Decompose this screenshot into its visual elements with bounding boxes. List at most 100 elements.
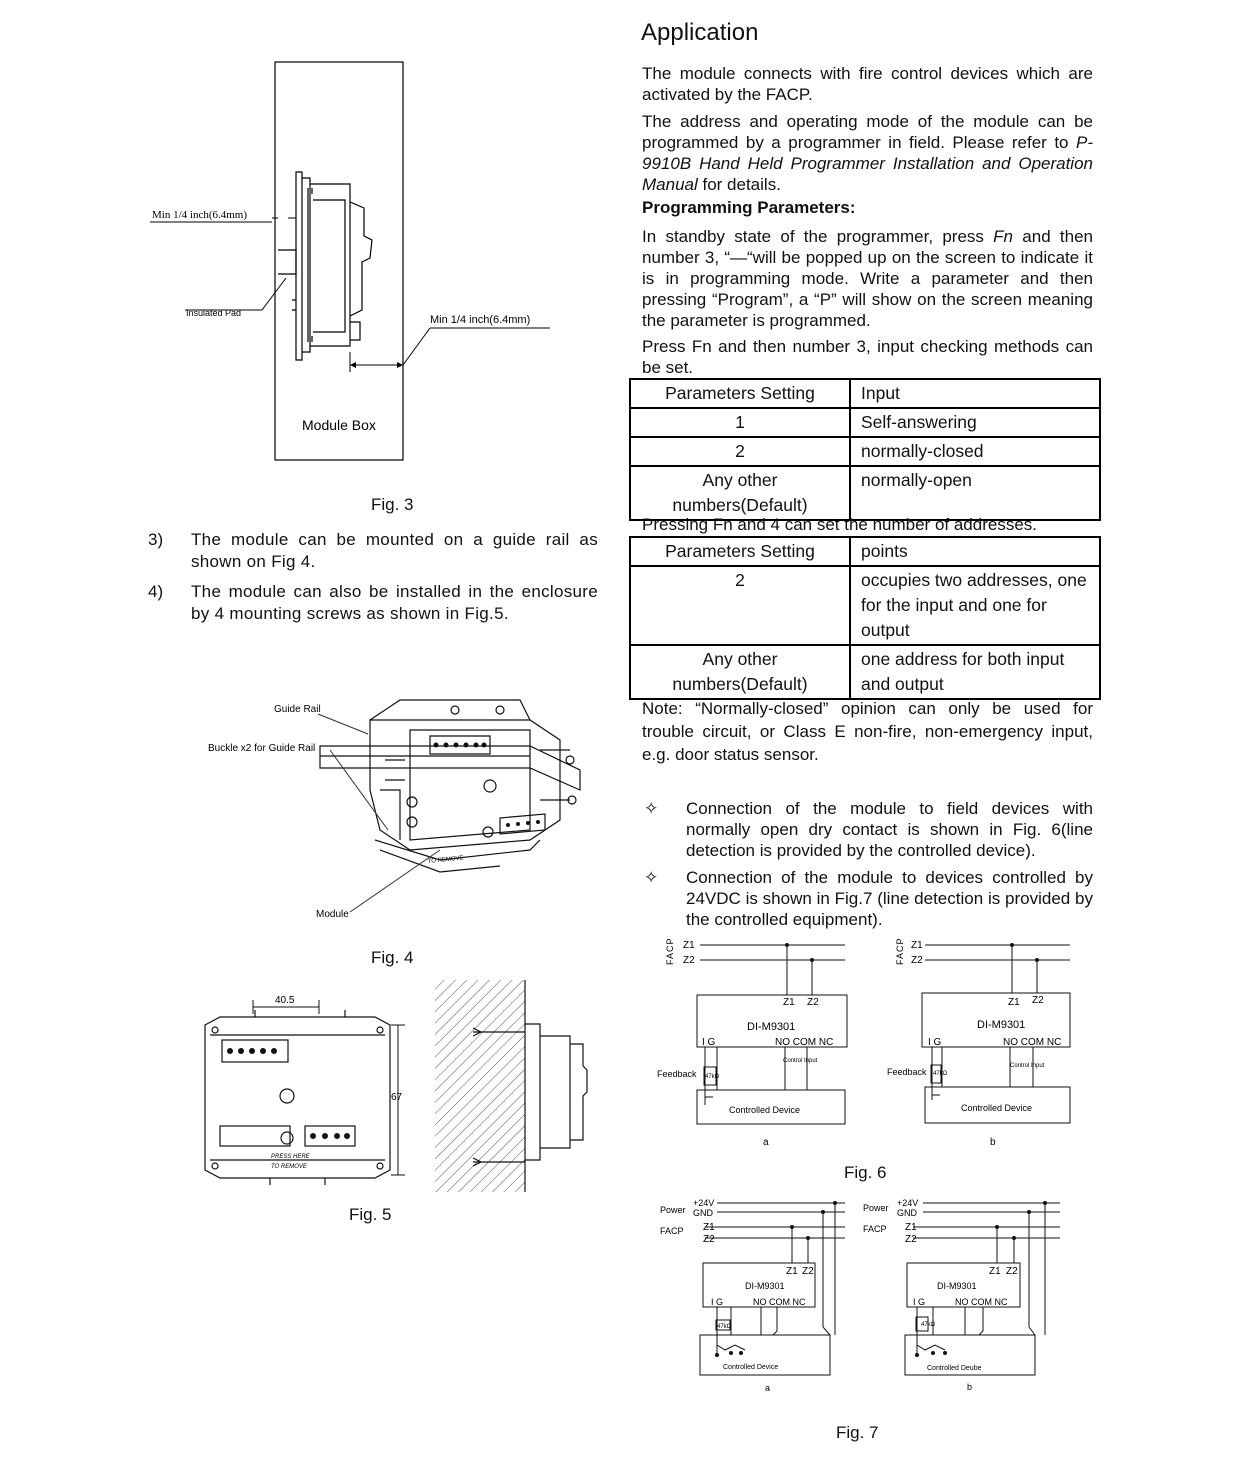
fig7b-z1-term: Z1 [989,1266,1001,1277]
fig6-caption: Fig. 6 [844,1163,887,1182]
step-4-num: 4) [148,582,164,601]
fig6b-device: Controlled Device [961,1103,1032,1113]
fig7a-gnd: GND [693,1208,714,1218]
fig7a-device: Controlled Device [723,1364,778,1371]
fig6a-sub: a [763,1137,769,1148]
fig7a-res: 47kΩ [717,1324,732,1330]
fig7a-sub: a [765,1383,770,1393]
para-programmed-a: The address and operating mode of the mo… [642,112,1093,152]
fig7a-terms-left: I G [711,1297,723,1307]
fig3-label-box: Module Box [302,417,376,433]
note: Note: “Normally-closed” opinion can only… [642,699,1093,764]
fig6a-z1: Z1 [683,940,695,951]
fig4-label-buckle: Buckle x2 for Guide Rail [208,743,315,754]
fig7a-model: DI-M9301 [745,1281,785,1291]
fig7-caption: Fig. 7 [836,1423,879,1442]
fig6a-model: DI-M9301 [747,1021,795,1033]
table-row: Any other numbers(Default) normally-open [629,465,1101,521]
fig4: Guide Rail Buckle x2 for Guide Rail Modu… [200,690,600,930]
fig7b-device: Controlled Deube [927,1365,982,1372]
fig6b-feedback: Feedback [887,1067,927,1077]
fn-key: Fn [993,227,1014,246]
step-4: 4) The module can also be installed in t… [148,581,598,625]
fig6b-res: 47kΩ [933,1071,948,1077]
para-standby: In standby state of the programmer, pres… [642,226,1093,331]
fig3-caption: Fig. 3 [371,495,414,514]
fig6a-z1-term: Z1 [783,997,795,1008]
fig7a-z2: Z2 [703,1234,715,1245]
table-header: Parameters Setting Input [629,378,1101,409]
fig5-dim-width: 40.5 [275,995,295,1006]
bullet-1-text: Connection of the module to field device… [686,799,1093,860]
fig7: Power +24V GND FACP Z1 Z2 Z1 Z2 DI-M9301… [655,1195,1085,1400]
fig6: FACP Z1 Z2 Z1 Z2 DI-M9301 I G NO COM NC … [655,935,1085,1150]
fig7b-z1: Z1 [905,1222,917,1233]
table-row: 1 Self-answering [629,407,1101,438]
table-cell: Self-answering [849,407,1101,438]
section-title: Application [641,19,759,46]
para-programmed: The address and operating mode of the mo… [642,111,1093,195]
fig5-label-push: PRESS HERE [271,1154,311,1160]
fig6b-z1-term: Z1 [1008,997,1020,1008]
table-row: 2 normally-closed [629,436,1101,467]
table-cell: 2 [629,565,851,646]
bullet-2: ✧ Connection of the module to devices co… [642,867,1093,930]
fig6b-terms-right: NO COM NC [1003,1037,1061,1048]
fig7a-power: Power [660,1205,686,1215]
fig5: 40.5 67 PRESS HERE TO REMOVE [195,980,595,1200]
fig6b-z2: Z2 [911,955,923,966]
fig6b-model: DI-M9301 [977,1019,1025,1031]
table-cell: Any other numbers(Default) [629,644,851,700]
fig7a-facp: FACP [660,1226,684,1236]
fig6a-z2: Z2 [683,955,695,966]
fig4-label-push: TO REMOVE [428,855,464,865]
table-row: 2 occupies two addresses, one for the in… [629,565,1101,646]
fig4-label-module: Module [316,909,349,920]
fig7b-terms-right: NO COM NC [955,1297,1008,1307]
fig7b-v24: +24V [897,1198,918,1208]
fig7b-z2: Z2 [905,1234,917,1245]
fig7b-gnd: GND [897,1208,918,1218]
para-standby-a: In standby state of the programmer, pres… [642,227,994,246]
fig3-label-pad: Insulated Pad [186,308,241,318]
para-connects: The module connects with fire control de… [642,64,1093,104]
fig3-drawing: Min 1/4 inch(6.4mm) Insulated Pad Min 1/… [150,61,550,461]
fig3: Min 1/4 inch(6.4mm) Insulated Pad Min 1/… [150,60,570,470]
fig5-label-remove: TO REMOVE [271,1164,308,1170]
fig4-label-rail: Guide Rail [274,704,321,715]
table-cell: normally-open [849,465,1101,521]
fig7a-v24: +24V [693,1198,714,1208]
fig7b-z2-term: Z2 [1006,1266,1018,1277]
step-3-text: The module can be mounted on a guide rai… [191,530,598,571]
fig6b-z1: Z1 [911,940,923,951]
para-programmed-b: for details. [697,175,781,194]
table-cell: 1 [629,407,851,438]
fig5-caption: Fig. 5 [349,1205,392,1224]
step-3-num: 3) [148,530,164,549]
para-standby-b: and then number 3, “—“will be popped up … [642,227,1093,330]
fig7a-terms-right: NO COM NC [753,1297,806,1307]
fig6a-z2-term: Z2 [807,997,819,1008]
table-header-cell: Parameters Setting [629,536,851,567]
table-cell: occupies two addresses, one for the inpu… [849,565,1101,646]
para-addresses: Pressing Fn and 4 can set the number of … [642,515,1038,534]
table-cell: normally-closed [849,436,1101,467]
step-4-text: The module can also be installed in the … [191,582,598,623]
fig6a-terms-right: NO COM NC [775,1037,833,1048]
table-header: Parameters Setting points [629,536,1101,567]
table-row: Any other numbers(Default) one address f… [629,644,1101,700]
fig3-label-min-left: Min 1/4 inch(6.4mm) [152,209,247,221]
bullet-2-text: Connection of the module to devices cont… [686,868,1093,929]
table-cell: one address for both input and output [849,644,1101,700]
fig6b-z2-term: Z2 [1032,995,1044,1006]
step-3: 3) The module can be mounted on a guide … [148,529,598,573]
sparkle-icon: ✧ [644,799,659,818]
table-cell: Any other numbers(Default) [629,465,851,521]
fig6a-res: 47kΩ [705,1074,720,1080]
prog-heading: Programming Parameters: [642,198,856,217]
fig7-drawing: Power +24V GND FACP Z1 Z2 Z1 Z2 DI-M9301… [660,1198,1060,1393]
table-header-cell: points [849,536,1101,567]
bullet-1: ✧ Connection of the module to field devi… [642,798,1093,861]
fig6a-terms-left: I G [702,1037,716,1048]
table-header-cell: Input [849,378,1101,409]
